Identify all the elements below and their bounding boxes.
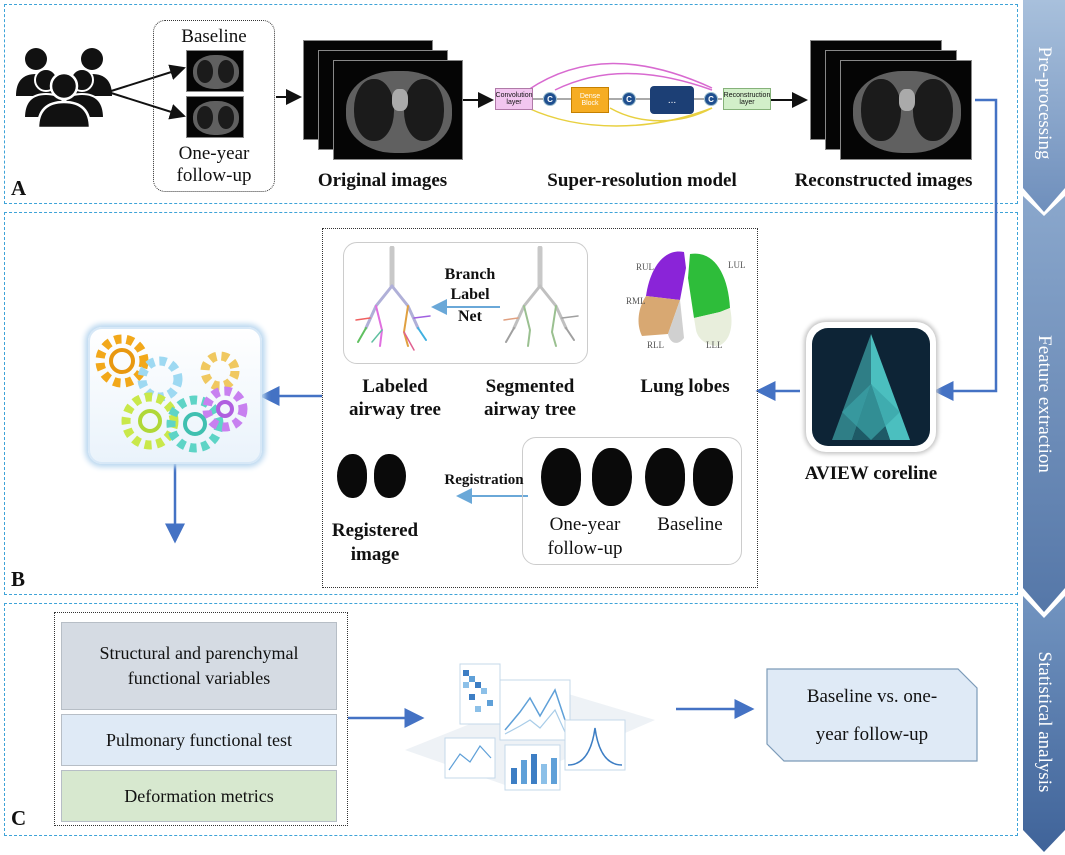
- followup-ct-thumbnail: [186, 96, 244, 138]
- variable-pulmonary-function-test: Pulmonary functional test: [61, 714, 337, 766]
- branch-label-net-line1: Branch: [444, 266, 496, 283]
- ellipsis-block: ...: [650, 86, 694, 114]
- concat-node-3: C: [704, 92, 718, 106]
- concat-node-2: C: [622, 92, 636, 106]
- panel-letter-b: B: [11, 567, 26, 591]
- panel-b: [4, 212, 1018, 595]
- people-group-icon: [16, 48, 112, 128]
- comparison-label-line2: year follow-up: [815, 724, 929, 745]
- followup-left-lung-icon: [592, 448, 632, 506]
- branch-label-net-line3: Net: [458, 308, 482, 325]
- labeled-airway-label-line1: Labeled: [362, 376, 428, 397]
- lung-lobes-icon: [638, 251, 732, 346]
- registered-right-lung-icon: [337, 454, 367, 498]
- lobe-tag-lll: LLL: [706, 340, 723, 350]
- original-images-label: Original images: [317, 170, 448, 191]
- branch-label-net-line2: Label: [450, 286, 490, 303]
- followup-label-line1: One-year: [178, 143, 250, 164]
- variable-structural-line2: functional variables: [127, 668, 271, 688]
- bar-chart-thumbnail: [504, 744, 561, 791]
- reconstruction-layer-block: Reconstruction layer: [723, 88, 771, 110]
- sidebar-segment-2: [1023, 196, 1065, 612]
- airway-image-frame: [343, 242, 588, 364]
- registered-left-lung-icon: [374, 454, 406, 498]
- segmented-airway-label-line2: airway tree: [484, 399, 576, 420]
- line-chart-thumbnail: [499, 679, 571, 741]
- variable-deformation-label: Deformation metrics: [124, 785, 274, 806]
- reconstructed-ct-image: [840, 60, 972, 160]
- variable-deformation-metrics: Deformation metrics: [61, 770, 337, 822]
- followup-ct-label-line2: follow-up: [547, 538, 623, 559]
- registration-label: Registration: [444, 472, 524, 488]
- statistical-charts-illustration: [405, 663, 655, 791]
- followup-ct-label-line1: One-year: [549, 514, 621, 535]
- labeled-airway-label-line2: airway tree: [349, 399, 441, 420]
- heatmap-thumbnail: [459, 663, 501, 725]
- panel-a: [4, 4, 1018, 204]
- baseline-ct-thumbnail: [186, 50, 244, 92]
- sidebar-segment-3: [1023, 596, 1065, 852]
- panel-c: [4, 603, 1018, 836]
- original-ct-image: [333, 60, 463, 160]
- comparison-label-line1: Baseline vs. one-: [806, 686, 938, 707]
- baseline-ct-label: Baseline: [657, 514, 723, 535]
- aview-coreline-label: AVIEW coreline: [804, 463, 938, 484]
- dense-block: Dense Block: [571, 87, 609, 113]
- sidebar-segment-1: [1023, 0, 1065, 212]
- lobe-tag-rll: RLL: [647, 340, 664, 350]
- feature-extraction-box: [322, 228, 758, 588]
- segmented-airway-tree-icon: [503, 246, 579, 347]
- variable-structural-parenchymal: Structural and parenchymal functional va…: [61, 622, 337, 710]
- concat-node-1: C: [543, 92, 557, 106]
- lobe-tag-rml: RML: [626, 296, 646, 306]
- registered-label-line2: image: [350, 544, 400, 565]
- aview-logo-icon: [812, 328, 930, 446]
- distribution-thumbnail: [564, 719, 626, 771]
- followup-right-lung-icon: [541, 448, 581, 506]
- gears-icon: [95, 334, 248, 453]
- lobe-tag-lul: LUL: [728, 260, 746, 270]
- variable-structural-line1: Structural and parenchymal: [99, 643, 299, 663]
- panel-letter-a: A: [11, 176, 27, 200]
- registered-label-line1: Registered: [331, 520, 419, 541]
- registration-image-frame: [522, 437, 742, 565]
- timepoint-group-box: [153, 20, 275, 192]
- lobe-tag-rul: RUL: [636, 262, 654, 272]
- panel-letter-c: C: [11, 806, 27, 830]
- variable-pulmonary-label: Pulmonary functional test: [106, 729, 292, 750]
- followup-label-line2: follow-up: [176, 165, 252, 186]
- baseline-label: Baseline: [181, 26, 247, 47]
- comparison-box-shape: [766, 668, 978, 762]
- reconstructed-images-label: Reconstructed images: [794, 170, 973, 191]
- baseline-right-lung-icon: [645, 448, 685, 506]
- small-plot-thumbnail: [444, 737, 496, 779]
- convolution-layer-block: Convolution layer: [495, 88, 533, 110]
- baseline-left-lung-icon: [693, 448, 733, 506]
- lung-lobes-label: Lung lobes: [640, 376, 730, 397]
- variables-box: [54, 612, 348, 826]
- labeled-airway-tree-icon: [355, 246, 431, 351]
- super-resolution-label: Super-resolution model: [547, 170, 737, 191]
- segmented-airway-label-line1: Segmented: [485, 376, 575, 397]
